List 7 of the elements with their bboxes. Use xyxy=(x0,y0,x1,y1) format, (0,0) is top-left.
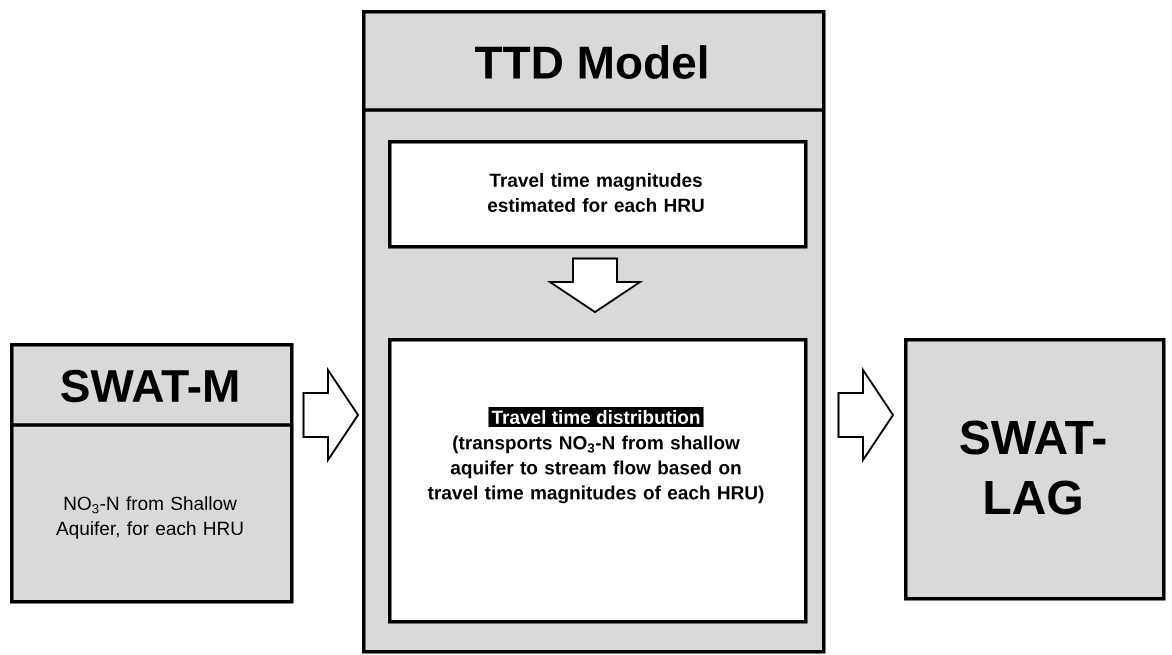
block-arrow xyxy=(837,366,895,464)
model-box: SWAT-M NO$_{3}$-N from Shallow Aquifer, for each HRU xyxy=(10,343,294,604)
block-arrow xyxy=(546,257,644,314)
process-box: Travel time magnitudes estimated for each HRU xyxy=(388,140,808,249)
block-arrow xyxy=(302,366,360,464)
model-box: SWAT-LAG xyxy=(904,338,1166,601)
process-box: Travel time distribution (transports NO$_{3}$-N from shallow aquifer to stream flow based on travel time magnitudes of each HRU) xyxy=(388,338,808,624)
